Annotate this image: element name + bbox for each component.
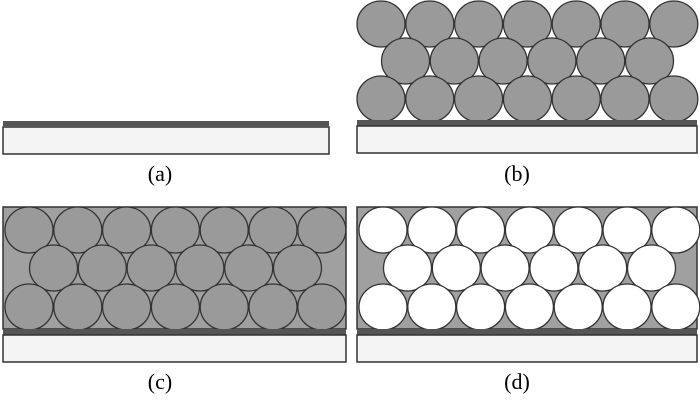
sphere bbox=[626, 244, 677, 292]
sphere bbox=[407, 283, 457, 331]
sphere bbox=[356, 75, 406, 123]
sphere bbox=[380, 37, 431, 85]
sphere bbox=[358, 283, 408, 331]
substrate-base bbox=[356, 125, 698, 154]
panel-label-d: (d) bbox=[504, 369, 530, 394]
substrate-top-layer bbox=[357, 120, 697, 126]
sphere bbox=[455, 206, 506, 254]
sphere bbox=[175, 244, 225, 292]
sphere bbox=[649, 0, 699, 48]
sphere bbox=[126, 244, 176, 292]
sphere bbox=[101, 206, 152, 254]
panel-a: (a) bbox=[2, 121, 330, 186]
sphere bbox=[405, 75, 455, 123]
sphere bbox=[478, 37, 528, 85]
sphere bbox=[382, 244, 433, 292]
sphere bbox=[578, 244, 628, 292]
substrate-top-layer bbox=[3, 329, 346, 335]
panel-b: (b) bbox=[356, 0, 699, 186]
sphere bbox=[150, 206, 201, 254]
sphere bbox=[407, 206, 457, 254]
sphere bbox=[551, 75, 601, 123]
panel-label-a: (a) bbox=[148, 161, 172, 186]
sphere bbox=[553, 283, 603, 331]
sphere bbox=[529, 244, 579, 292]
sphere-stack-b bbox=[356, 0, 699, 123]
sphere bbox=[356, 0, 406, 48]
sphere bbox=[551, 0, 601, 48]
sphere bbox=[649, 75, 699, 123]
panel-label-c: (c) bbox=[148, 369, 172, 394]
sphere bbox=[651, 283, 700, 331]
sphere bbox=[4, 283, 54, 331]
sphere bbox=[199, 283, 249, 331]
sphere bbox=[28, 244, 79, 292]
panel-label-b: (b) bbox=[504, 161, 530, 186]
sphere bbox=[602, 283, 652, 331]
sphere bbox=[576, 37, 626, 85]
sphere bbox=[53, 283, 103, 331]
sphere bbox=[502, 0, 553, 48]
sphere bbox=[504, 206, 555, 254]
sphere bbox=[502, 75, 553, 123]
sphere bbox=[453, 0, 504, 48]
sphere bbox=[455, 283, 506, 331]
sphere bbox=[453, 75, 504, 123]
sphere-stack-c bbox=[4, 206, 347, 331]
sphere bbox=[429, 37, 479, 85]
sphere bbox=[53, 206, 103, 254]
sphere bbox=[553, 206, 603, 254]
sphere bbox=[297, 283, 347, 331]
sphere bbox=[431, 244, 481, 292]
sphere bbox=[101, 283, 152, 331]
sphere bbox=[480, 244, 530, 292]
substrate-base bbox=[2, 334, 347, 363]
sphere bbox=[602, 206, 652, 254]
substrate-base bbox=[2, 126, 330, 155]
substrate-base bbox=[356, 334, 698, 363]
substrate-top-layer bbox=[3, 121, 329, 127]
sphere bbox=[358, 206, 408, 254]
sphere bbox=[248, 206, 298, 254]
sphere bbox=[504, 283, 555, 331]
sphere bbox=[77, 244, 127, 292]
sphere bbox=[405, 0, 455, 48]
sphere bbox=[527, 37, 577, 85]
panel-c: (c) bbox=[2, 206, 347, 394]
sphere bbox=[4, 206, 54, 254]
sphere bbox=[297, 206, 347, 254]
sphere bbox=[199, 206, 249, 254]
substrate-top-layer bbox=[357, 329, 697, 335]
sphere bbox=[150, 283, 201, 331]
sphere bbox=[624, 37, 675, 85]
panel-d: (d) bbox=[356, 206, 700, 394]
sphere-stack-d bbox=[358, 206, 700, 331]
sphere bbox=[224, 244, 274, 292]
sphere bbox=[272, 244, 323, 292]
sphere bbox=[600, 0, 650, 48]
sphere bbox=[248, 283, 298, 331]
sphere bbox=[600, 75, 650, 123]
